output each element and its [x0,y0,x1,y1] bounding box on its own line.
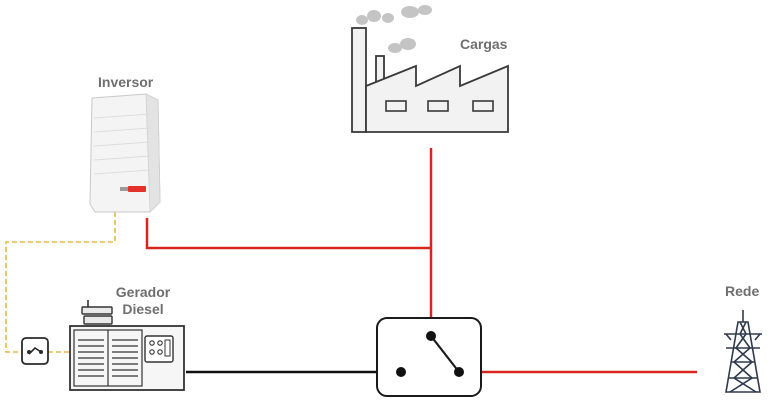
inverter-label: Inversor [98,74,154,90]
factory-icon [351,5,509,133]
grid-label: Rede [725,283,760,299]
communication-line [5,212,116,353]
generator-label-line1: Gerador [115,284,171,300]
generator-label-line2: Diesel [122,301,164,317]
loads-label: Cargas [460,36,508,52]
transmission-tower-icon [724,310,762,393]
transfer-switch-icon [376,317,482,397]
comm-module-icon [21,337,49,365]
diesel-generator-icon [69,300,185,391]
inverter-icon [89,93,161,213]
inverter-ac-line [145,218,431,250]
